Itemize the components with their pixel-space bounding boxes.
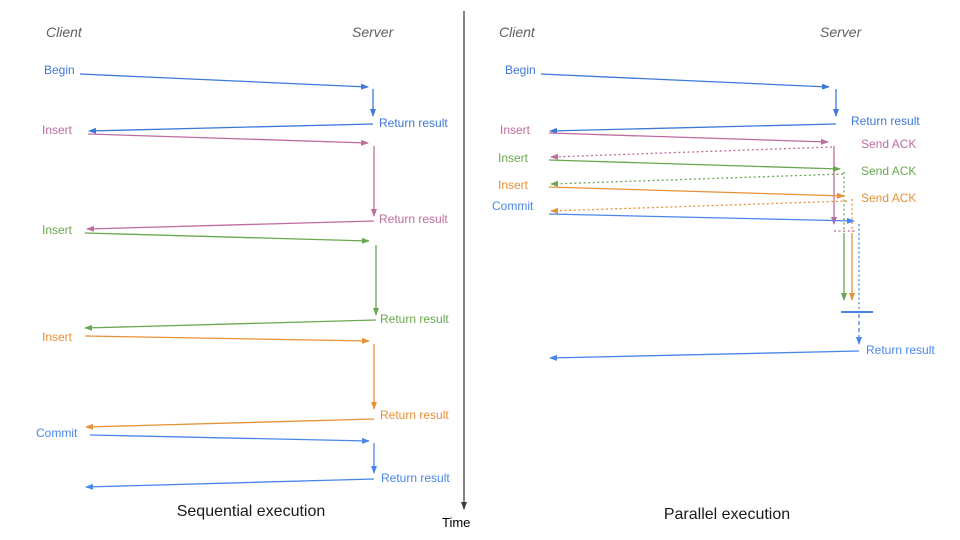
par-insert3-ack-arrow bbox=[550, 200, 848, 214]
par-insert1-request-arrow bbox=[548, 132, 829, 145]
par-send-ack-1: Send ACK bbox=[861, 137, 917, 151]
par-server-header: Server bbox=[820, 24, 862, 40]
time-axis-label: Time bbox=[442, 515, 471, 530]
seq-commit-request-arrow bbox=[89, 434, 370, 444]
par-insert2-label: Insert bbox=[498, 151, 529, 165]
par-insert3-label: Insert bbox=[498, 178, 529, 192]
par-return-result-1: Return result bbox=[851, 114, 920, 128]
seq-insert2-request-arrow bbox=[84, 232, 370, 244]
seq-begin-return-arrow bbox=[88, 123, 374, 134]
par-client-header: Client bbox=[499, 24, 535, 40]
seq-return-result-1: Return result bbox=[379, 116, 448, 130]
seq-begin-request-arrow bbox=[79, 73, 369, 90]
seq-return-result-5: Return result bbox=[381, 471, 450, 485]
seq-begin-label: Begin bbox=[44, 63, 75, 77]
seq-insert3-request-arrow bbox=[84, 335, 370, 344]
seq-return-result-4: Return result bbox=[380, 408, 449, 422]
seq-insert2-label: Insert bbox=[42, 223, 73, 237]
seq-panel-title: Sequential execution bbox=[176, 503, 326, 520]
seq-client-header: Client bbox=[46, 24, 82, 40]
seq-insert3-return-arrow bbox=[85, 418, 375, 430]
par-commit-request-arrow bbox=[548, 213, 855, 224]
seq-return-result-3: Return result bbox=[380, 312, 449, 326]
seq-insert3-label: Insert bbox=[42, 330, 73, 344]
par-insert3-request-arrow bbox=[548, 186, 845, 199]
seq-server-header: Server bbox=[352, 24, 394, 40]
seq-commit-return-arrow bbox=[85, 478, 375, 490]
par-commit-label: Commit bbox=[492, 199, 534, 213]
par-commit-return-arrow bbox=[549, 350, 860, 361]
par-insert1-ack-arrow bbox=[550, 146, 833, 160]
seq-insert1-return-arrow bbox=[86, 220, 375, 232]
par-begin-request-arrow bbox=[540, 73, 830, 90]
par-insert1-label: Insert bbox=[500, 123, 531, 137]
par-return-result-final: Return result bbox=[866, 343, 935, 357]
par-insert2-ack-arrow bbox=[550, 173, 844, 187]
par-send-ack-3: Send ACK bbox=[861, 191, 917, 205]
seq-commit-label: Commit bbox=[36, 426, 78, 440]
seq-insert1-label: Insert bbox=[42, 123, 73, 137]
seq-insert2-return-arrow bbox=[84, 319, 377, 331]
par-begin-return-arrow bbox=[549, 123, 837, 134]
par-send-ack-2: Send ACK bbox=[861, 164, 917, 178]
par-insert2-request-arrow bbox=[548, 159, 841, 172]
seq-return-result-2: Return result bbox=[379, 212, 448, 226]
par-panel-title: Parallel execution bbox=[663, 506, 791, 523]
seq-insert1-request-arrow bbox=[87, 133, 369, 146]
par-begin-label: Begin bbox=[505, 63, 536, 77]
